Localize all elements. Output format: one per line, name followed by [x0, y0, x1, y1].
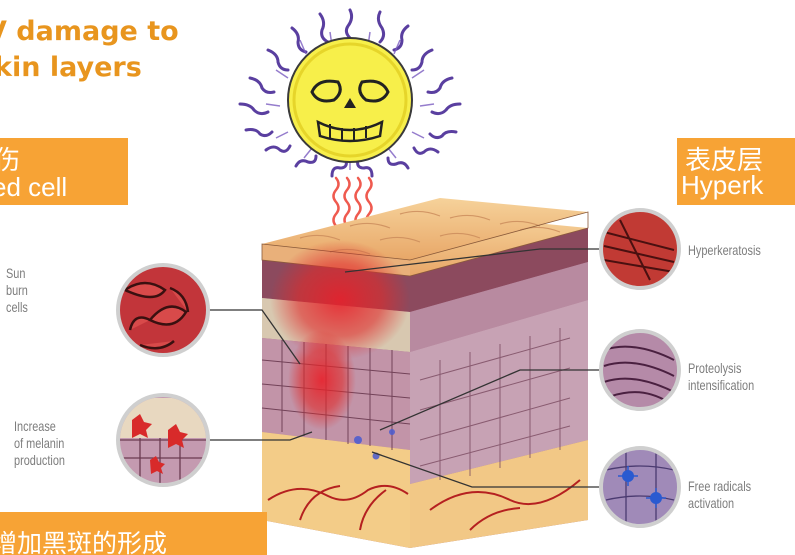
- callout-left-line-2: ed cell: [0, 172, 67, 203]
- label-hyperkeratosis: Hyperkeratosis: [688, 242, 761, 259]
- callout-right-line-2: Hyperk: [681, 170, 763, 201]
- label-line: Proteolysis: [688, 360, 754, 377]
- title-line-2: kin layers: [0, 50, 179, 86]
- callout-box-bottom: 增加黑斑的形成: [0, 512, 267, 555]
- proteolysis-magnifier: [601, 331, 679, 409]
- label-line: cells: [6, 299, 28, 316]
- free-radicals-magnifier: [601, 448, 679, 530]
- skin-cross-section-illustration: [262, 198, 588, 548]
- sunburn-cells-magnifier: [118, 265, 208, 355]
- callout-bottom-text: 增加黑斑的形成: [0, 524, 167, 555]
- label-line: Sun: [6, 265, 28, 282]
- label-line: production: [14, 452, 65, 469]
- label-line: Hyperkeratosis: [688, 242, 761, 259]
- label-line: Free radicals: [688, 478, 751, 495]
- callout-box-left: 伤 ed cell: [0, 138, 128, 205]
- diagram-title: V damage to kin layers: [0, 14, 179, 86]
- label-proteolysis: Proteolysis intensification: [688, 360, 754, 394]
- melanin-magnifier: [118, 395, 208, 486]
- label-melanin-production: Increase of melanin production: [14, 418, 65, 469]
- label-line: of melanin: [14, 435, 65, 452]
- label-line: burn: [6, 282, 28, 299]
- label-sunburn-cells: Sun burn cells: [6, 265, 28, 316]
- label-line: Increase: [14, 418, 65, 435]
- hyperkeratosis-magnifier: [601, 210, 679, 288]
- sun-skull-icon: [240, 10, 460, 176]
- label-line: intensification: [688, 377, 754, 394]
- label-line: activation: [688, 495, 751, 512]
- title-line-1: V damage to: [0, 14, 179, 50]
- callout-box-right: 表皮层 Hyperk: [677, 138, 795, 205]
- label-free-radicals: Free radicals activation: [688, 478, 751, 512]
